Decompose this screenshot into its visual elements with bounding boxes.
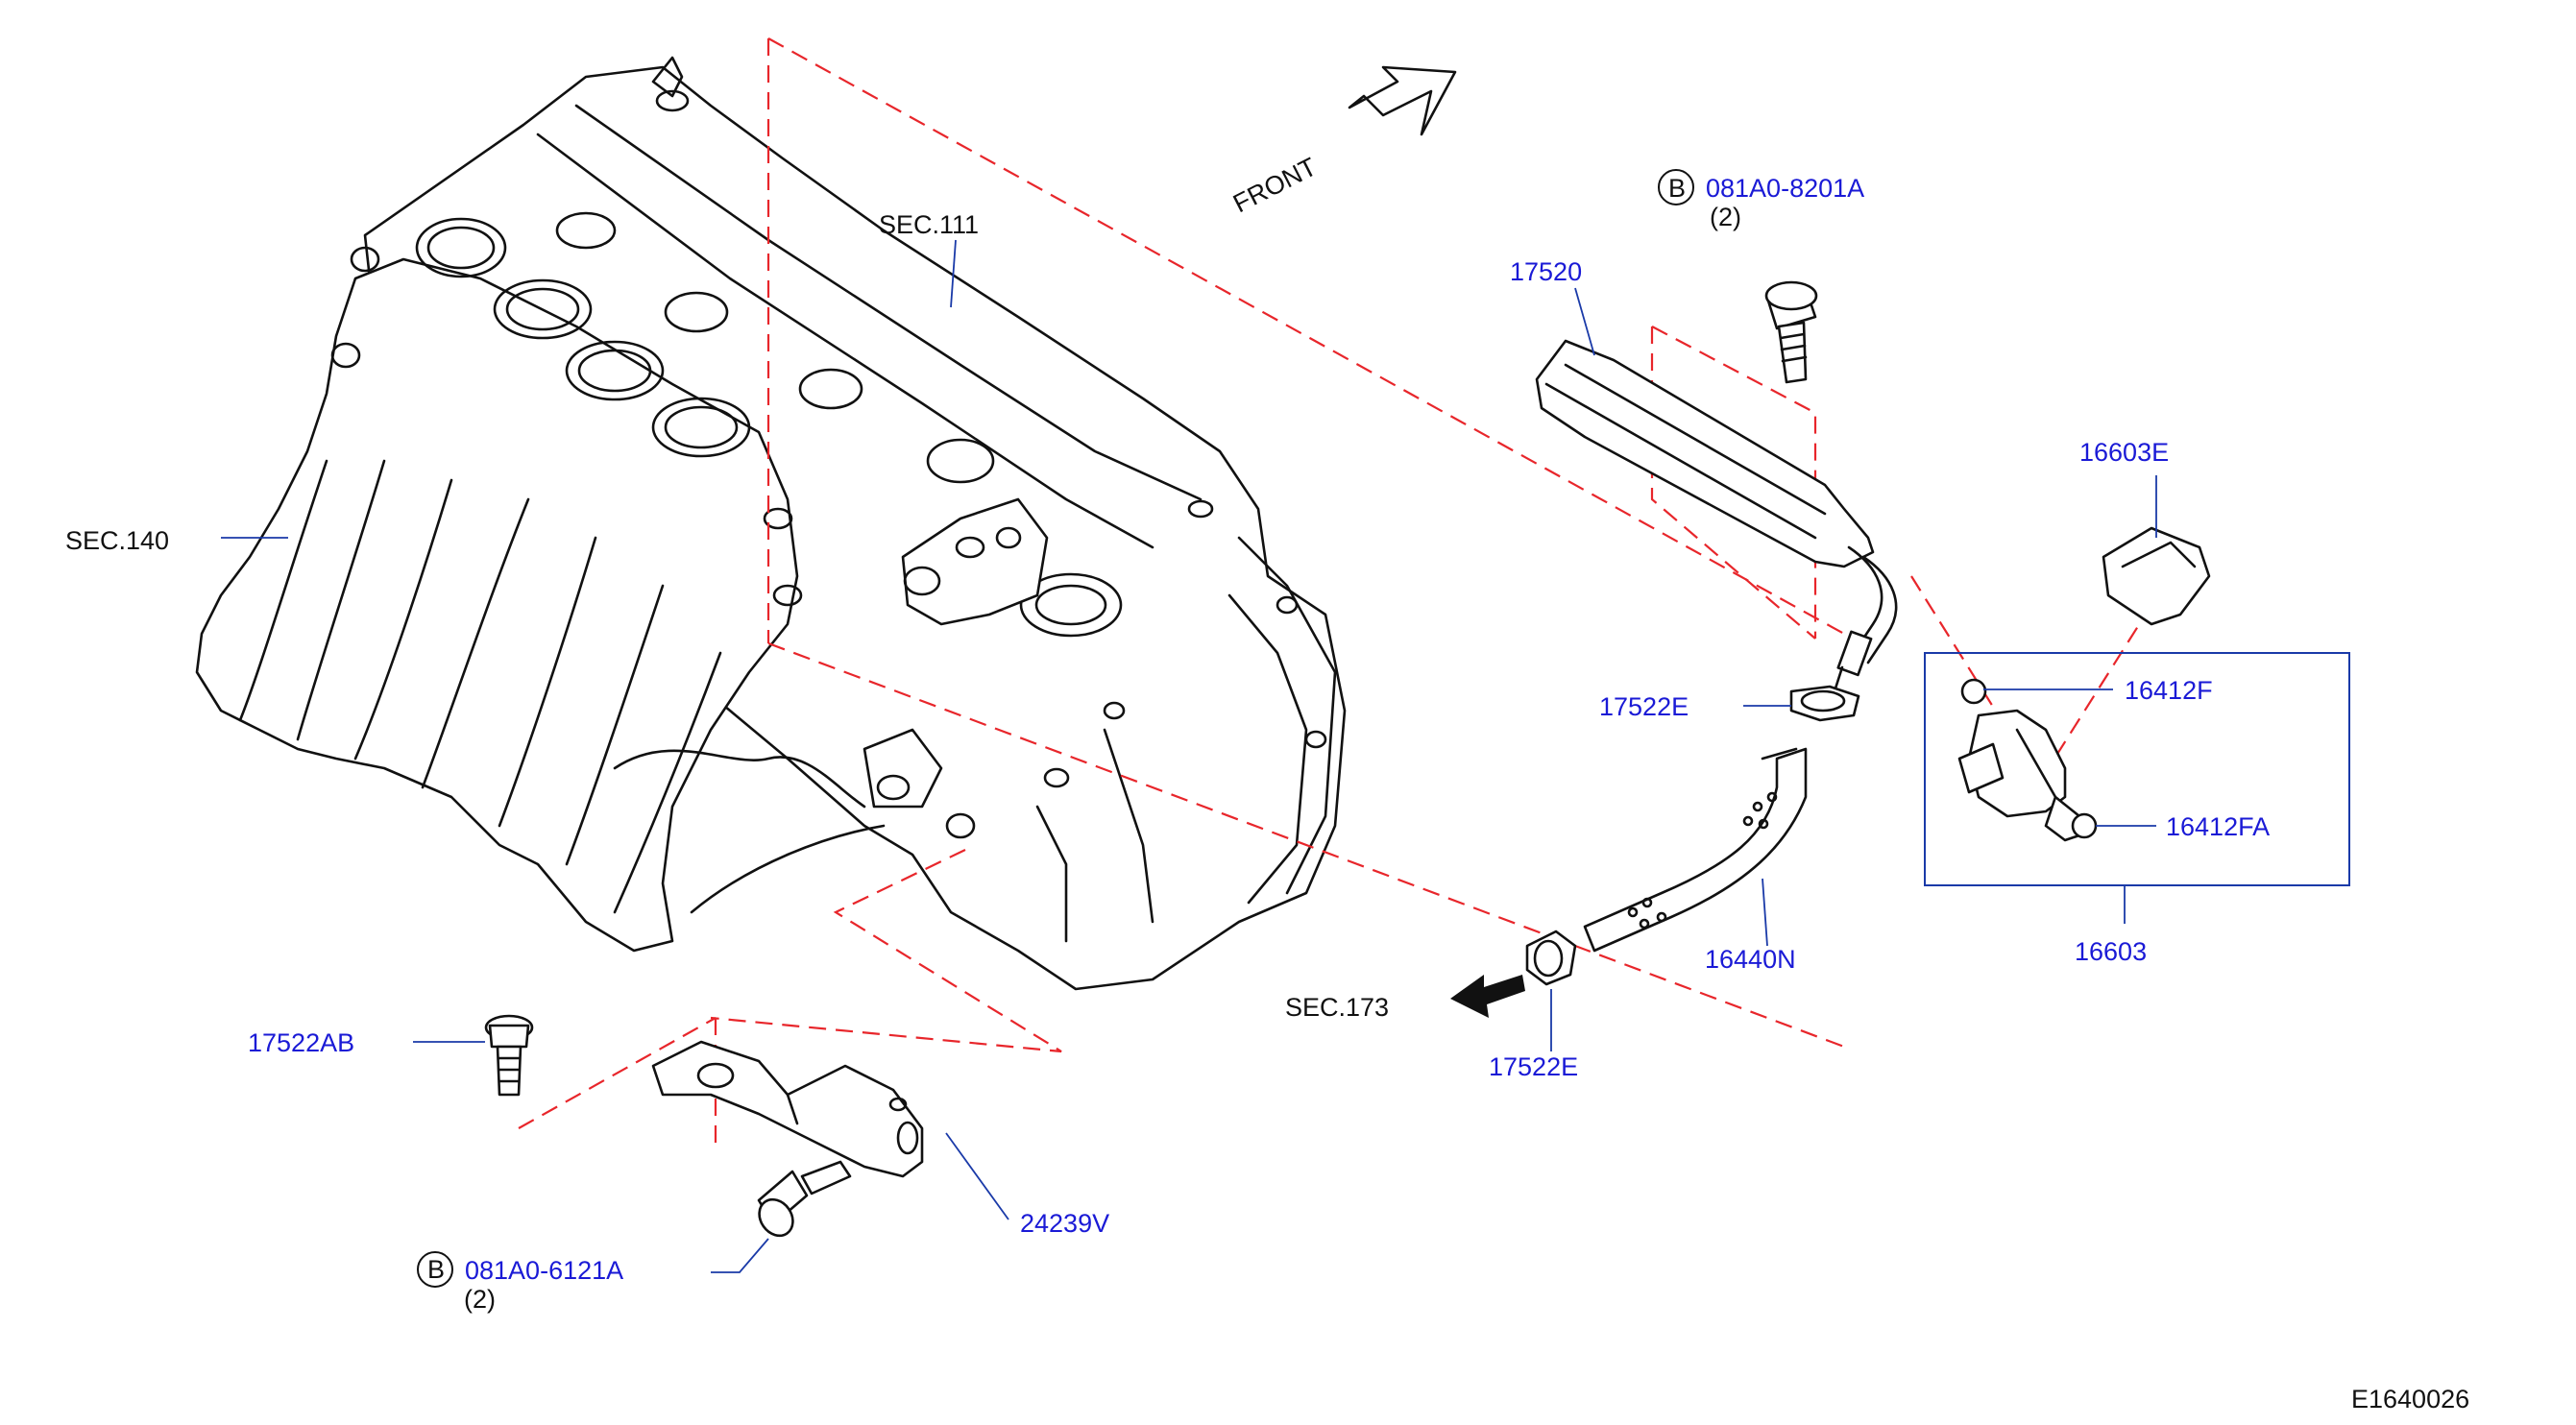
fuel-rail-drawing bbox=[1535, 339, 1898, 693]
part-24239V[interactable]: 24239V bbox=[1020, 1209, 1109, 1238]
part-17522AB[interactable]: 17522AB bbox=[248, 1028, 354, 1057]
sec111-label: SEC.111 bbox=[879, 210, 979, 239]
part-16412FA[interactable]: 16412FA bbox=[2166, 812, 2270, 841]
diagram-id: E1640026 bbox=[2351, 1385, 2469, 1413]
front-label: FRONT bbox=[1228, 152, 1321, 218]
part-17520[interactable]: 17520 bbox=[1510, 257, 1582, 286]
badge-bottom: B bbox=[427, 1255, 445, 1284]
part-081A0-8201A[interactable]: 081A0-8201A bbox=[1706, 174, 1864, 203]
badge-top: B bbox=[1668, 174, 1686, 203]
part-16412F[interactable]: 16412F bbox=[2125, 676, 2213, 705]
part-081A0-6121A[interactable]: 081A0-6121A bbox=[465, 1256, 623, 1285]
part-16603[interactable]: 16603 bbox=[2075, 937, 2147, 966]
qty-081A0-6121A: (2) bbox=[464, 1285, 496, 1314]
part-17522E-lower[interactable]: 17522E bbox=[1489, 1052, 1578, 1081]
qty-081A0-8201A: (2) bbox=[1710, 203, 1741, 231]
phantom-lines bbox=[518, 37, 2152, 1143]
fuel-hose-drawing bbox=[1525, 685, 1860, 986]
leader-lines bbox=[221, 239, 2157, 1273]
part-17522E-upper[interactable]: 17522E bbox=[1599, 692, 1689, 721]
badge-circle-bottom bbox=[417, 1251, 453, 1288]
sec173-label: SEC.173 bbox=[1285, 993, 1389, 1022]
sec173-arrow bbox=[1450, 975, 1525, 1018]
intake-manifold-drawing bbox=[195, 217, 976, 953]
injector-drawing bbox=[1957, 526, 2211, 842]
part-16440N[interactable]: 16440N bbox=[1705, 945, 1796, 974]
badge-circle-top bbox=[1658, 169, 1694, 205]
bracket-drawing bbox=[484, 1014, 924, 1238]
bolt-081A0-8201A-drawing bbox=[1764, 280, 1818, 384]
engine-block-drawing bbox=[363, 56, 1347, 991]
part-16603E[interactable]: 16603E bbox=[2079, 438, 2169, 467]
front-arrow bbox=[1348, 65, 1457, 136]
sec140-label: SEC.140 bbox=[65, 526, 169, 555]
injector-kit-box bbox=[1924, 652, 2350, 886]
